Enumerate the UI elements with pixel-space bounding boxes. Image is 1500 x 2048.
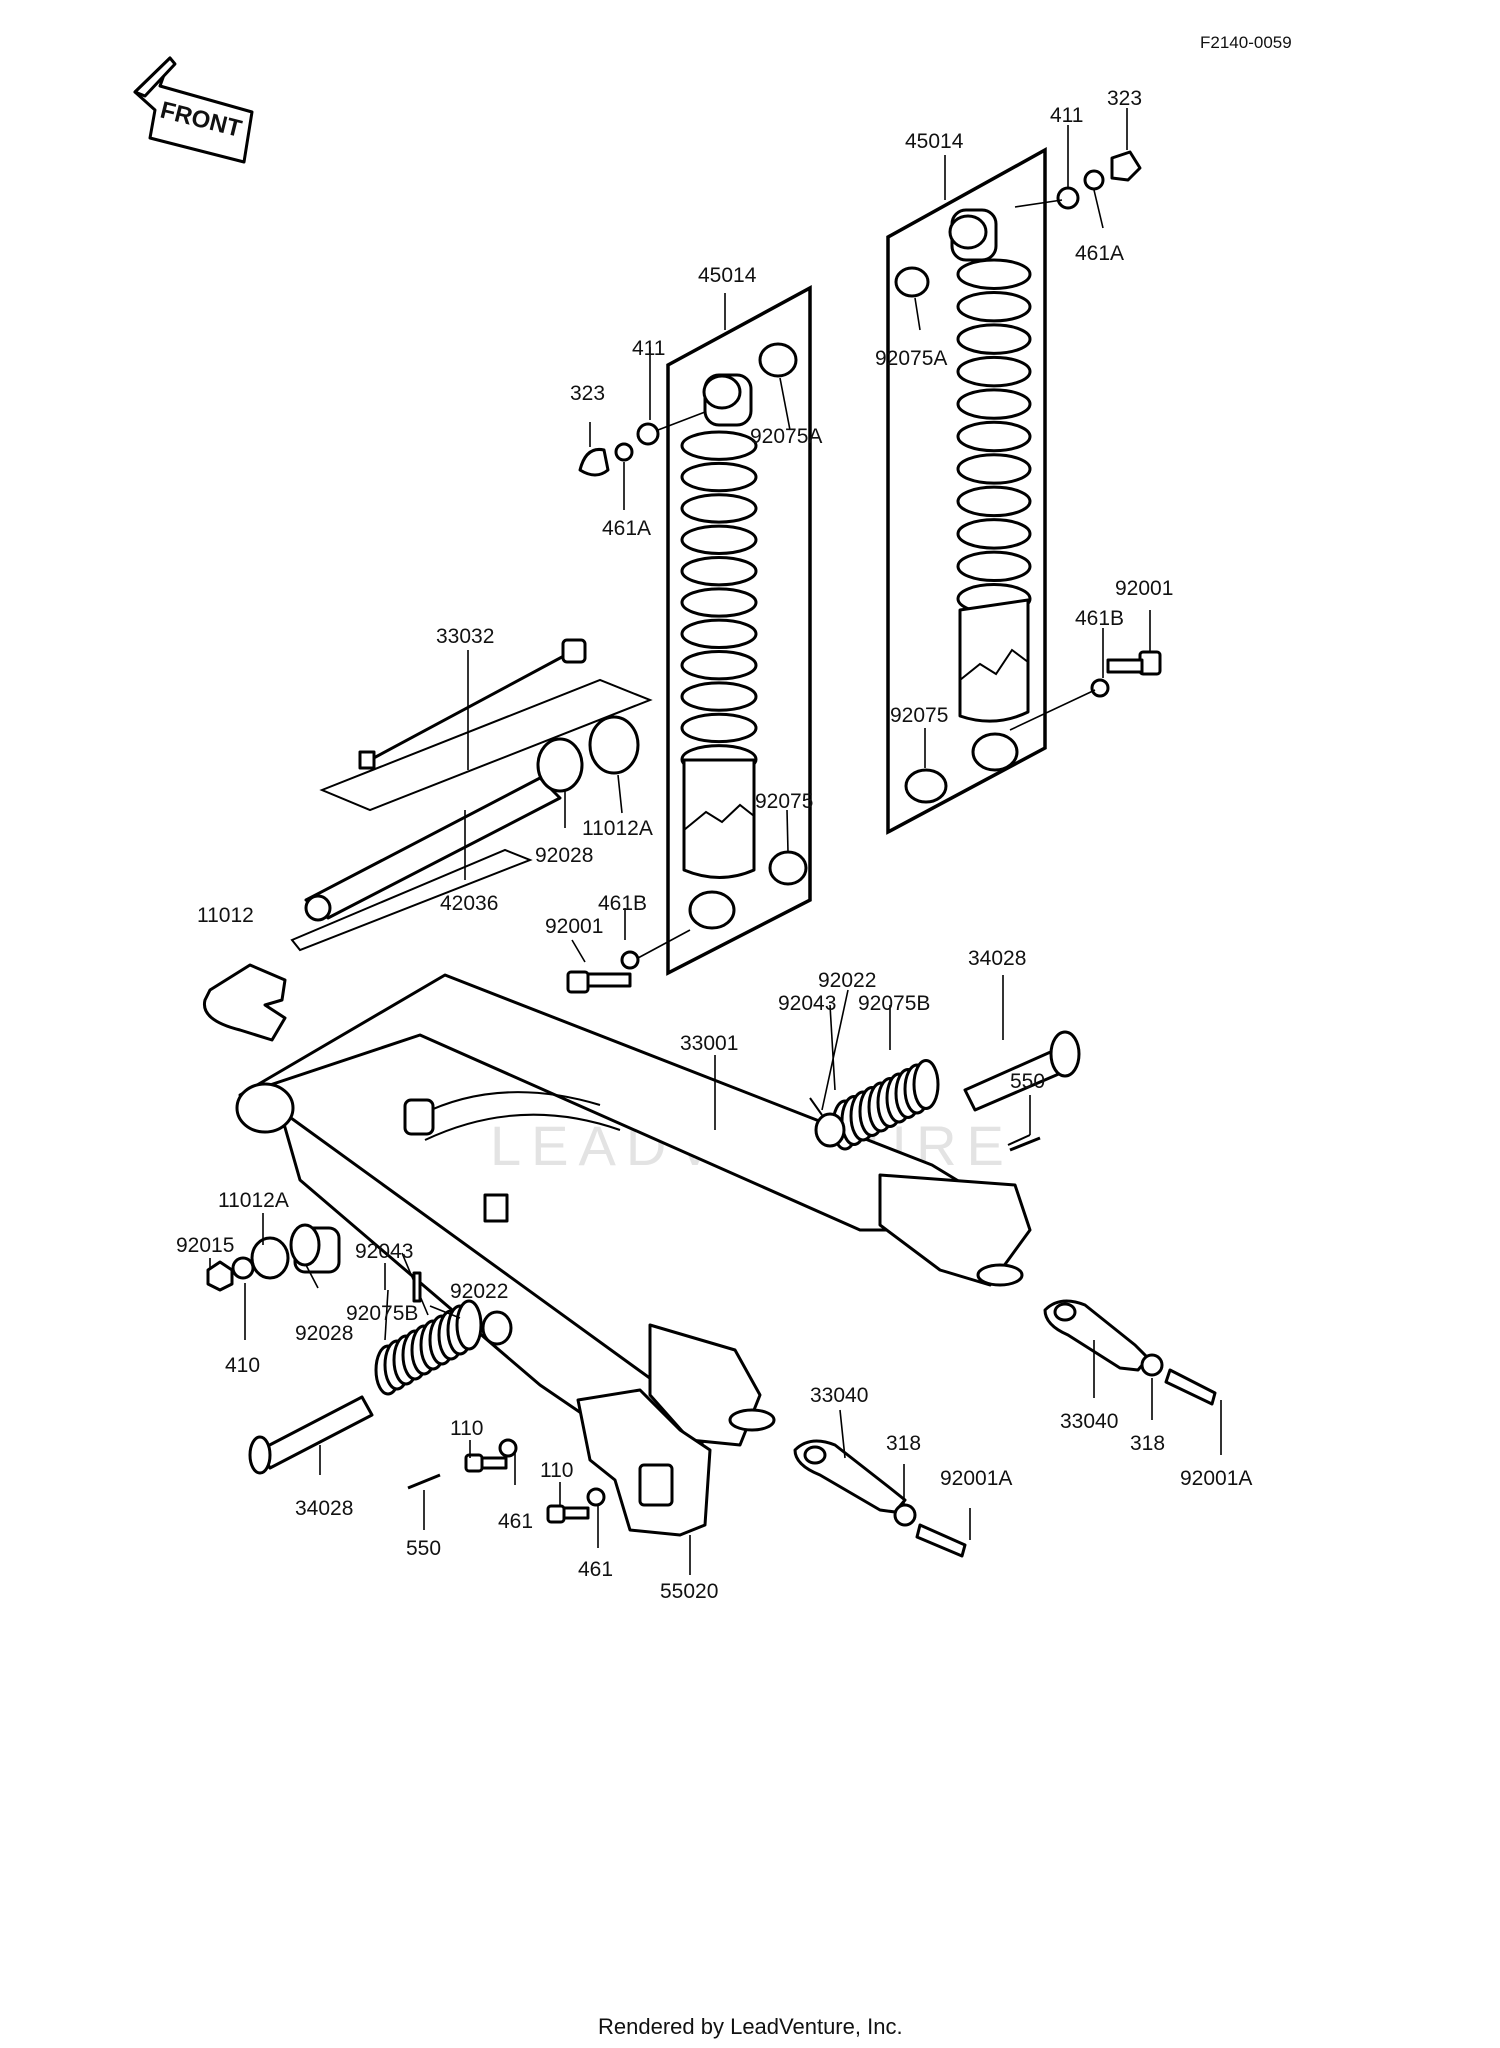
label-323-right: 323 [1107, 87, 1142, 110]
chain-guard-11012 [202, 963, 287, 1042]
label-318-left: 318 [886, 1432, 921, 1455]
swing-arm-33001 [235, 973, 1032, 1462]
cotter-pin-550-top [1009, 1136, 1041, 1152]
label-110-b: 110 [540, 1459, 573, 1482]
label-550-bottom: 550 [406, 1537, 441, 1560]
label-323-left: 323 [570, 382, 605, 405]
label-411-left: 411 [632, 337, 665, 360]
label-461-b: 461 [578, 1558, 613, 1581]
label-34028-top: 34028 [968, 947, 1026, 970]
label-33040-right: 33040 [1060, 1410, 1118, 1433]
label-461a-left: 461A [602, 517, 651, 540]
label-42036: 42036 [440, 892, 498, 915]
label-92028-bottom: 92028 [295, 1322, 353, 1345]
chain-adjuster-33040-left [793, 1439, 967, 1558]
diagram-code: F2140-0059 [1200, 33, 1292, 52]
leader-lines [209, 108, 1222, 1575]
bolt-92001-left [566, 929, 691, 994]
label-33040-left: 33040 [810, 1384, 868, 1407]
label-45014-right: 45014 [905, 130, 964, 153]
bolt-92001-right [1009, 650, 1162, 731]
footer-credit: Rendered by LeadVenture, Inc. [598, 2014, 903, 2039]
label-92075b-top: 92075B [858, 992, 930, 1015]
label-92022-bottom: 92022 [450, 1280, 508, 1303]
chain-adjuster-33040-right [1043, 1299, 1217, 1406]
shock-absorber-left [666, 285, 812, 976]
bottom-left-hardware [206, 1223, 513, 1475]
label-411-right: 411 [1050, 104, 1083, 127]
label-92075-right: 92075 [890, 704, 948, 727]
shock-absorber-right [886, 147, 1047, 835]
label-92001a-left: 92001A [940, 1467, 1012, 1490]
label-461-a: 461 [498, 1510, 533, 1533]
top-hardware-left [578, 411, 706, 477]
label-110-a: 110 [450, 1417, 483, 1440]
label-92075-left: 92075 [755, 790, 813, 813]
label-92001a-right: 92001A [1180, 1467, 1252, 1490]
bracket-55020 [464, 1388, 712, 1537]
axle-34028-top [809, 1030, 1081, 1151]
label-461b-right: 461B [1075, 607, 1124, 630]
label-92043-bottom: 92043 [355, 1240, 413, 1263]
label-11012a-bottom: 11012A [218, 1189, 289, 1212]
label-92001-right: 92001 [1115, 577, 1173, 600]
label-33001: 33001 [680, 1032, 738, 1055]
label-92001-left: 92001 [545, 915, 603, 938]
label-92022-top: 92022 [818, 969, 876, 992]
front-arrow-icon: FRONT [133, 56, 254, 164]
pivot-shaft-group [290, 638, 653, 952]
label-34028-bottom: 34028 [295, 1497, 353, 1520]
label-410: 410 [225, 1354, 260, 1377]
label-92015: 92015 [176, 1234, 234, 1257]
label-55020: 55020 [660, 1580, 718, 1603]
label-92043-top: 92043 [778, 992, 836, 1015]
cotter-pin-550-bottom [407, 1473, 441, 1490]
label-461b-left: 461B [598, 892, 647, 915]
label-318-right: 318 [1130, 1432, 1165, 1455]
label-92075a-left: 92075A [750, 425, 822, 448]
part-labels: 45014 45014 411 411 323 323 461A 461A 92… [176, 87, 1252, 1603]
label-45014-left: 45014 [698, 264, 757, 287]
label-11012: 11012 [197, 904, 254, 927]
label-550-top: 550 [1010, 1070, 1045, 1093]
label-11012a-top: 11012A [582, 817, 653, 840]
label-92075b-bottom: 92075B [346, 1302, 418, 1325]
label-461a-right: 461A [1075, 242, 1124, 265]
label-92028-top: 92028 [535, 844, 593, 867]
label-33032: 33032 [436, 625, 494, 648]
top-hardware-right [1014, 150, 1142, 210]
label-92075a-right: 92075A [875, 347, 947, 370]
